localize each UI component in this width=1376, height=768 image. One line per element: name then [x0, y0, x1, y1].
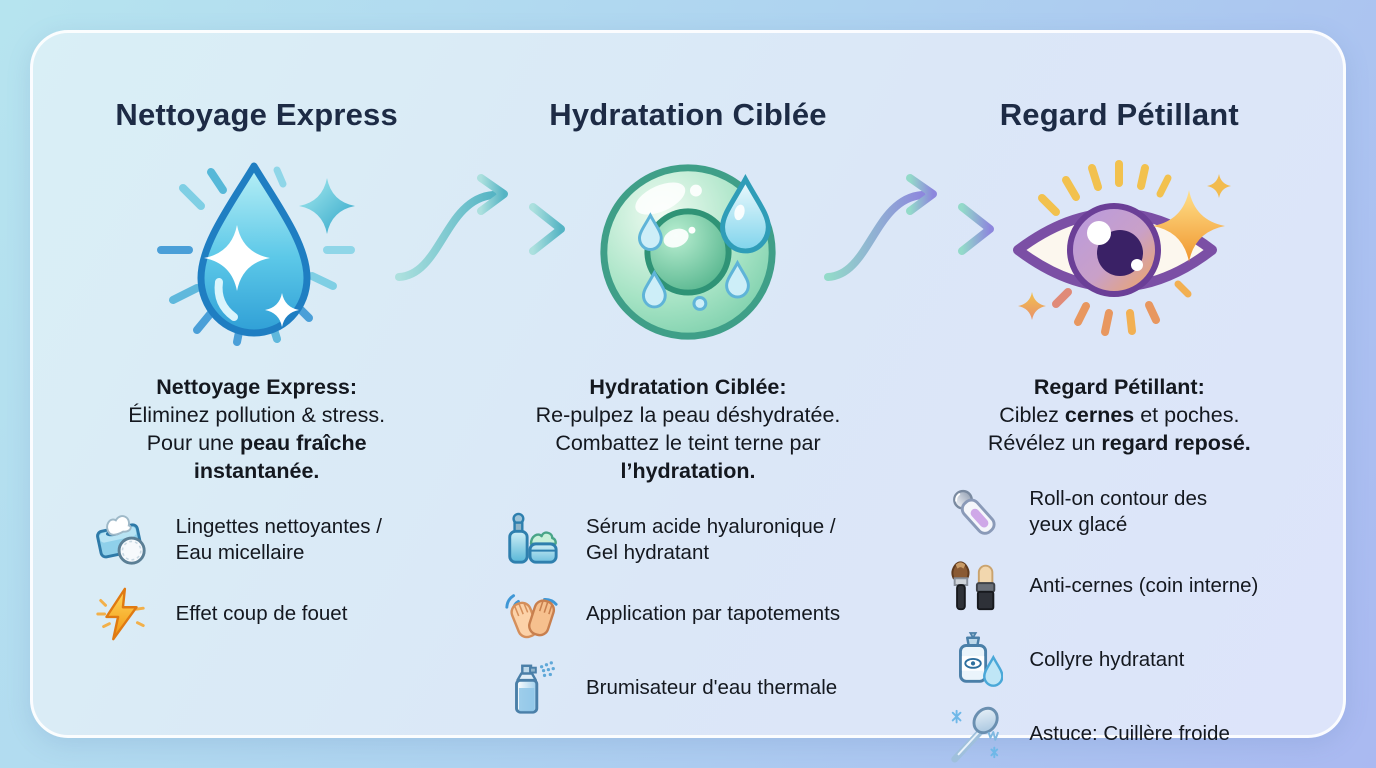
item-label: Anti-cernes (coin interne) — [1029, 574, 1259, 597]
column-description: Nettoyage Express: Éliminez pollution & … — [92, 373, 422, 485]
tapping-hands-icon — [502, 585, 560, 643]
item-label: Application par tapotements — [585, 602, 841, 625]
item-label: Collyre hydratant — [1029, 648, 1185, 671]
column-item-list: Lingettes nettoyantes / Eau micellaire — [92, 511, 422, 643]
item-label: Sérum acide hyaluronique / Gel hydratant — [585, 515, 836, 564]
list-item: Effet coup de fouet — [92, 585, 422, 643]
description-text: Combattez le teint terne par — [555, 431, 821, 455]
hydration-orb-icon — [589, 139, 787, 361]
eye-rollon-icon — [945, 483, 1003, 541]
item-label: Brumisateur d'eau thermale — [585, 676, 838, 699]
item-label: Astuce: Cuillère froide — [1029, 722, 1230, 745]
sparkling-eye-icon — [1002, 139, 1237, 361]
list-item: Astuce: Cuillère froide — [945, 705, 1293, 763]
column-heading: Regard Pétillant — [999, 97, 1239, 132]
sparkling-droplet-icon — [141, 139, 373, 361]
lightning-bolt-icon — [92, 585, 150, 643]
list-item: Collyre hydratant — [945, 631, 1293, 689]
column-description: Hydratation Ciblée: Re-pulpez la peau dé… — [536, 373, 841, 485]
description-bold: Regard Pétillant: — [1033, 375, 1205, 399]
item-label: Lingettes nettoyantes / Eau micellaire — [175, 515, 382, 564]
list-item: Lingettes nettoyantes / Eau micellaire — [92, 511, 422, 569]
description-bold: l’hydratation. — [620, 459, 756, 483]
column-heading: Nettoyage Express — [115, 97, 398, 132]
column-regard-petillant: Regard Pétillant — [904, 97, 1335, 763]
column-hydratation-ciblee: Hydratation Ciblée — [472, 97, 903, 763]
cold-spoon-icon — [945, 705, 1003, 763]
description-text: Ciblez — [999, 403, 1065, 427]
list-item: Brumisateur d'eau thermale — [502, 659, 874, 717]
column-description: Regard Pétillant: Ciblez cernes et poche… — [988, 373, 1251, 457]
item-label: Effet coup de fouet — [175, 602, 348, 625]
description-bold: cernes — [1064, 403, 1135, 427]
description-bold: regard reposé. — [1101, 431, 1251, 455]
serum-and-cream-icon — [502, 511, 560, 569]
list-item: Anti-cernes (coin interne) — [945, 557, 1293, 615]
description-text: et poches. — [1134, 403, 1240, 427]
eye-drops-icon — [945, 631, 1004, 689]
thermal-mist-spray-icon — [502, 659, 560, 717]
list-item: Application par tapotements — [502, 585, 874, 643]
flow-arrow-droplet-to-orb — [387, 174, 565, 281]
column-item-list: Sérum acide hyaluronique / Gel hydratant — [502, 511, 874, 717]
column-heading: Hydratation Ciblée — [549, 97, 827, 132]
list-item: Roll-on contour des yeux glacé — [945, 483, 1293, 541]
description-text: Re-pulpez la peau déshydratée. — [535, 403, 841, 427]
column-item-list: Roll-on contour des yeux glacé — [945, 483, 1293, 763]
list-item: Sérum acide hyaluronique / Gel hydratant — [502, 511, 874, 569]
column-nettoyage-express: Nettoyage Express — [41, 97, 472, 763]
cleansing-wipes-icon — [92, 511, 150, 569]
description-text: Éliminez pollution & stress. — [128, 403, 386, 427]
description-text: Pour une — [146, 431, 240, 455]
description-text: Révélez un — [987, 431, 1102, 455]
skincare-routine-card: Nettoyage Express — [30, 30, 1346, 763]
flow-arrow-orb-to-eye — [816, 174, 994, 281]
description-bold: Nettoyage Express: — [156, 375, 358, 399]
item-label: Roll-on contour des yeux glacé — [1029, 487, 1208, 536]
description-bold: peau fraîche instantanée. — [193, 431, 367, 483]
description-bold: Hydratation Ciblée: — [589, 375, 787, 399]
concealer-brush-icon — [945, 557, 1003, 615]
